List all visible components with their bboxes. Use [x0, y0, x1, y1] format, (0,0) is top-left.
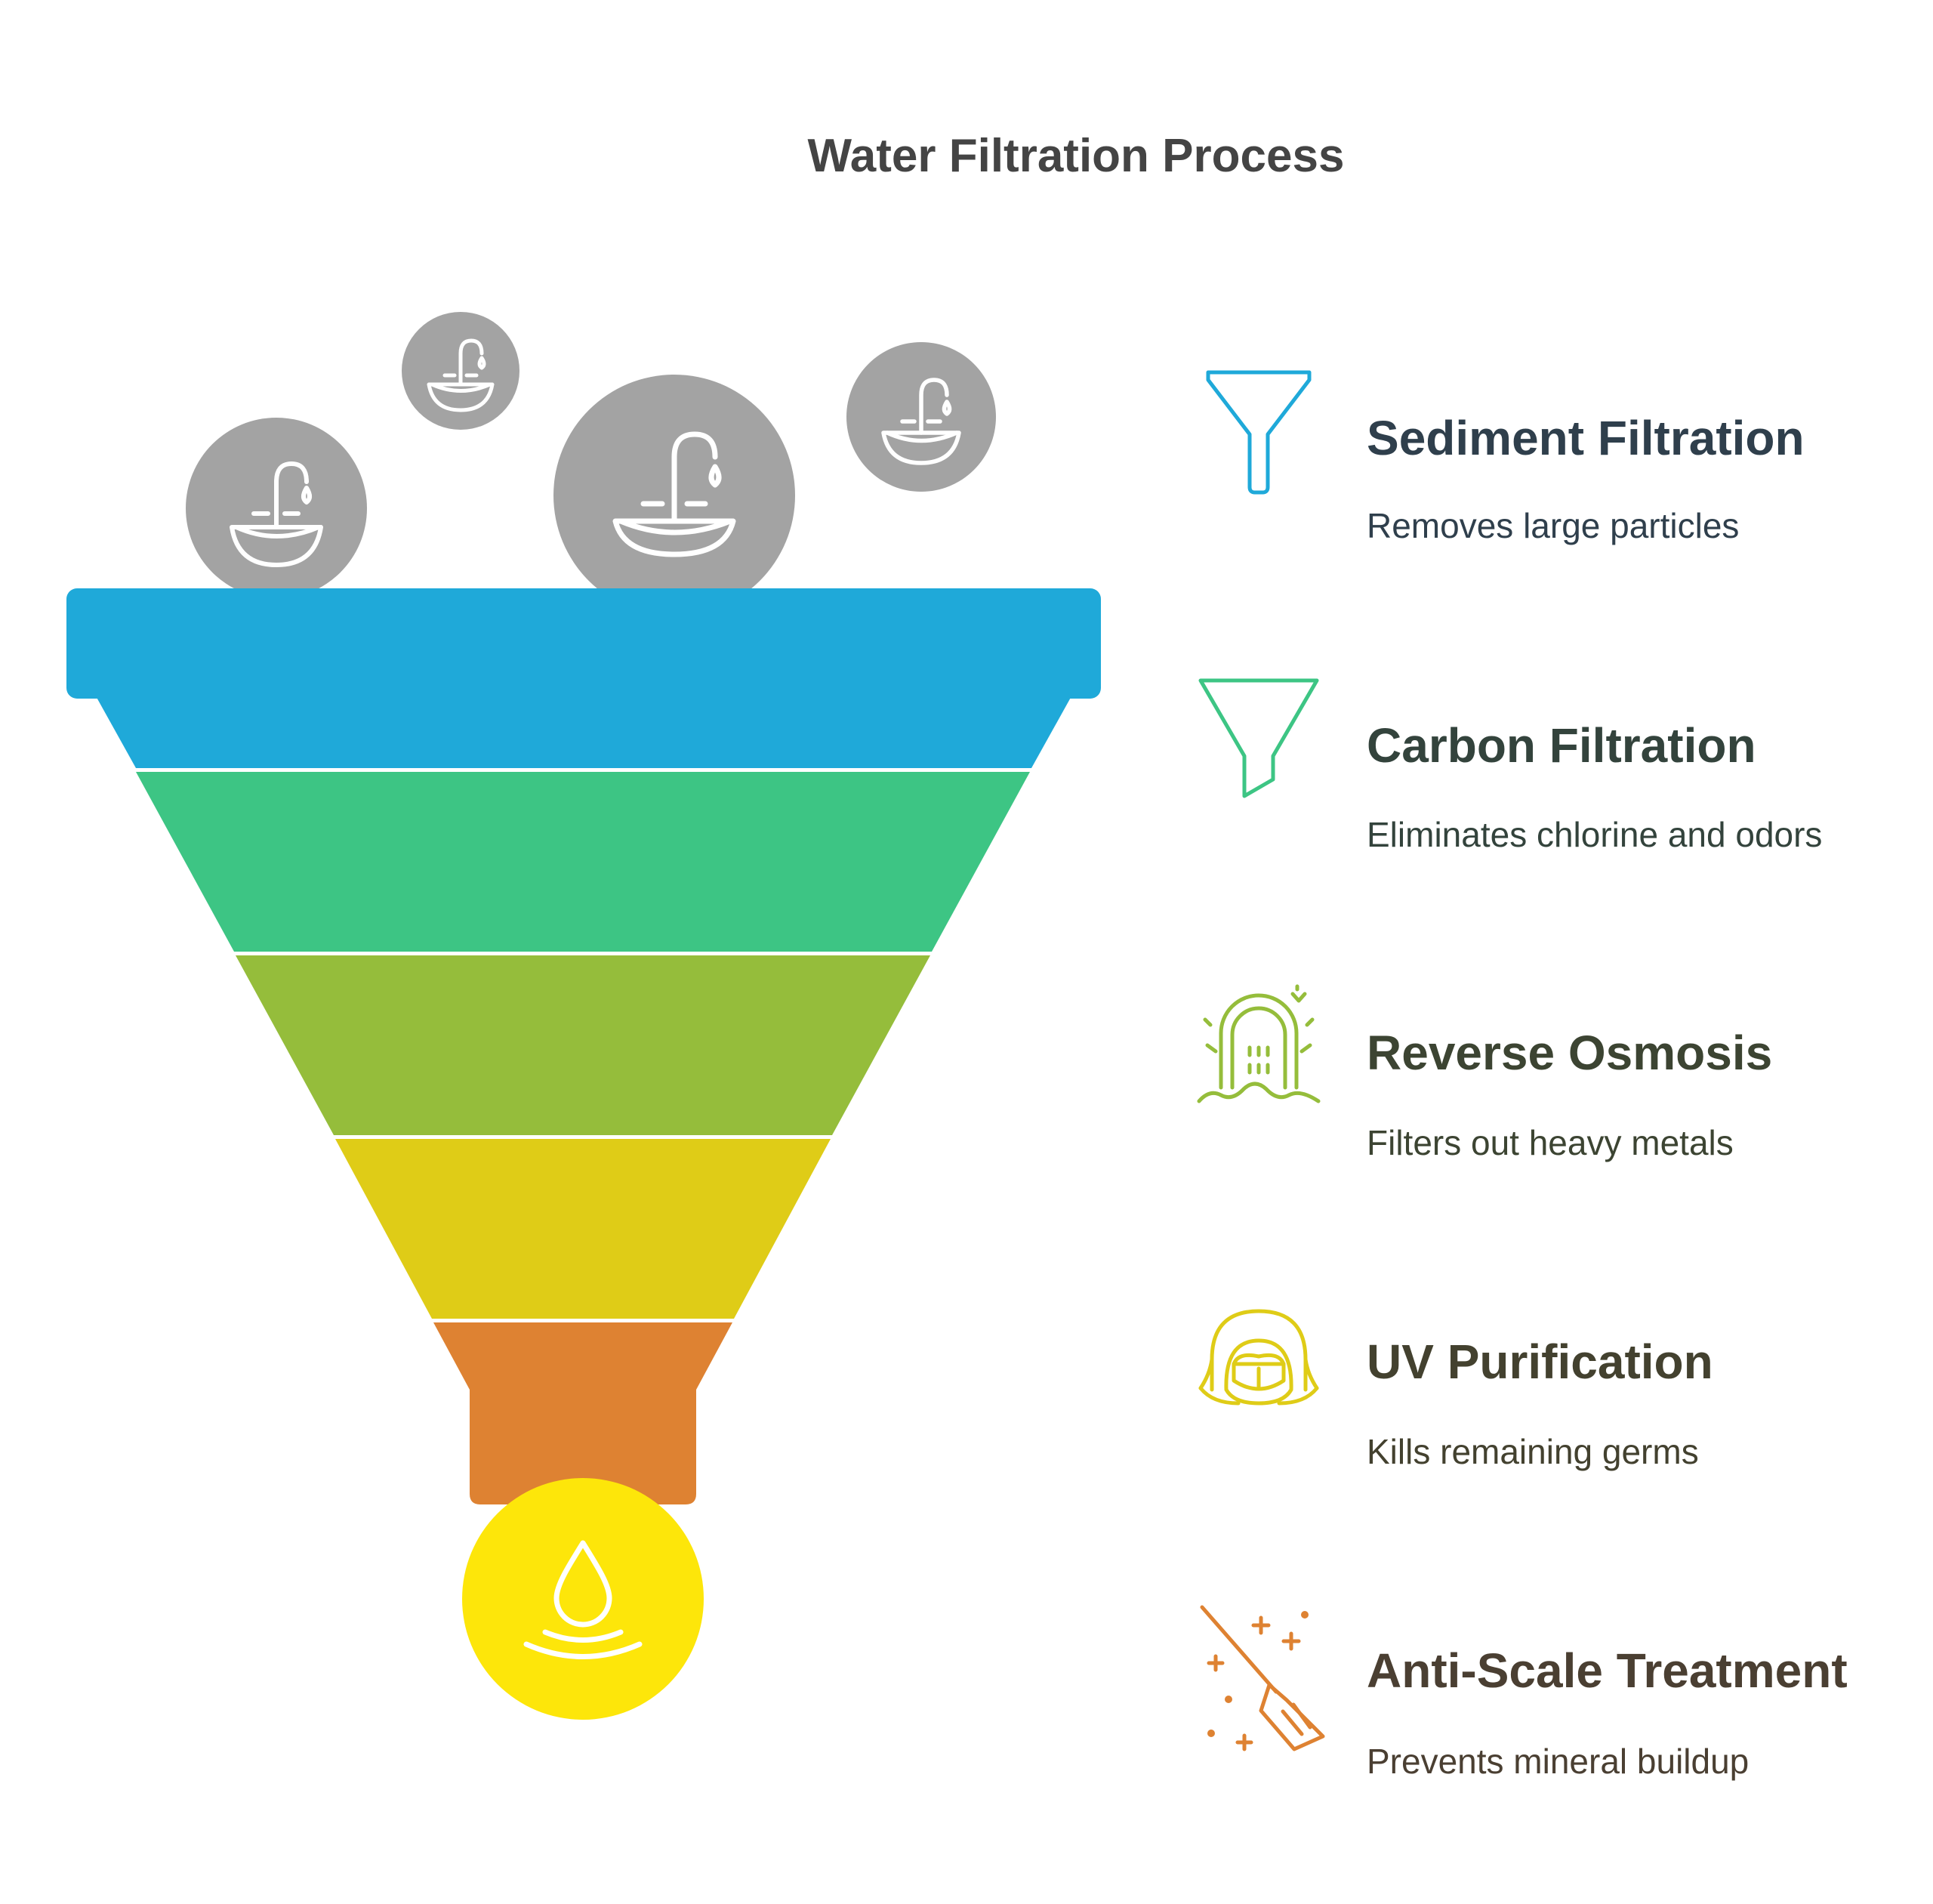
- funnel-rim: [66, 588, 1101, 699]
- step-reverse-osmosis: Reverse Osmosis Filters out heavy metals: [1367, 1026, 1772, 1162]
- step-title: Carbon Filtration: [1367, 718, 1756, 773]
- step-title: Reverse Osmosis: [1367, 1026, 1772, 1080]
- bubble-left: [186, 418, 367, 599]
- bubble-small: [402, 312, 519, 430]
- funnel-icon: [1198, 678, 1319, 798]
- step-uv: UV Purification Kills remaining germs: [1367, 1335, 1713, 1471]
- diagram-title: Water Filtration Process: [808, 130, 1345, 182]
- broom-sparkle-icon: [1200, 1605, 1325, 1751]
- step-carbon: Carbon Filtration Eliminates chlorine an…: [1367, 718, 1822, 854]
- funnel-spout-anti-scale: [433, 1322, 732, 1504]
- step-sediment: Sediment Filtration Removes large partic…: [1367, 411, 1805, 545]
- step-description: Eliminates chlorine and odors: [1367, 815, 1822, 854]
- step-description: Prevents mineral buildup: [1367, 1742, 1749, 1781]
- water-drop-icon: [523, 1540, 643, 1659]
- step-description: Removes large particles: [1367, 506, 1739, 545]
- funnel-neck-band: [95, 695, 1072, 768]
- step-anti-scale: Anti-Scale Treatment Prevents mineral bu…: [1367, 1643, 1848, 1781]
- bubble-large: [553, 375, 795, 616]
- funnel-layer-uv: [335, 1139, 831, 1319]
- outlet: [462, 1478, 704, 1720]
- masked-person-icon: [1198, 1309, 1319, 1406]
- step-description: Kills remaining germs: [1367, 1432, 1699, 1471]
- step-description: Filters out heavy metals: [1367, 1123, 1734, 1162]
- step-title: UV Purification: [1367, 1335, 1713, 1389]
- membrane-icon: [1197, 984, 1321, 1103]
- step-title: Sediment Filtration: [1367, 411, 1805, 465]
- outlet-circle: [462, 1478, 704, 1720]
- faucet-sink-icon: [427, 338, 495, 412]
- bubble-right: [846, 342, 996, 492]
- funnel-layer-carbon: [136, 772, 1030, 952]
- faucet-sink-icon: [230, 461, 323, 567]
- funnel-icon: [1206, 370, 1312, 495]
- funnel-layer-reverse-osmosis: [236, 955, 930, 1135]
- funnel: [66, 588, 1101, 1504]
- step-title: Anti-Scale Treatment: [1367, 1643, 1848, 1698]
- input-bubbles: [186, 312, 996, 616]
- faucet-sink-icon: [612, 431, 736, 557]
- faucet-sink-icon: [881, 378, 961, 465]
- funnel-layer-sediment: [66, 588, 1101, 768]
